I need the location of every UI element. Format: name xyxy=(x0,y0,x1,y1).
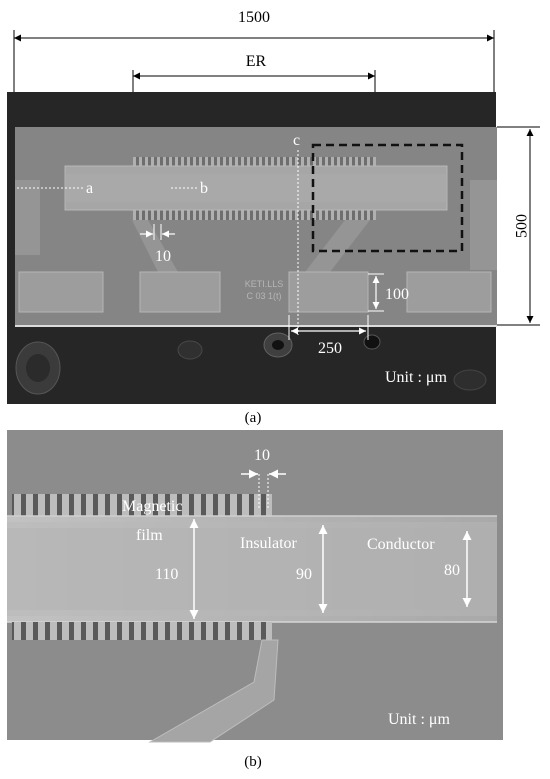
marker-b-label: b xyxy=(200,180,208,197)
dimension-pad-height-label: 100 xyxy=(385,286,409,303)
dimension-pad-width: 250 xyxy=(288,315,369,357)
comb-top-b xyxy=(12,494,272,516)
surface-defects xyxy=(15,332,487,395)
dimension-height: 500 xyxy=(497,126,540,326)
conductor-layer xyxy=(7,528,497,610)
value-insulator: 90 xyxy=(296,566,312,583)
label-conductor: Conductor xyxy=(367,536,435,553)
label-insulator: Insulator xyxy=(240,535,298,552)
lead-b xyxy=(148,639,279,743)
magnetic-film-b xyxy=(7,516,497,622)
value-conductor: 80 xyxy=(444,562,460,579)
unit-label-b: Unit : μm xyxy=(388,711,450,728)
chip-marking-line1: KETI.LLS xyxy=(245,279,284,289)
dimension-height-label: 500 xyxy=(514,214,531,238)
marker-a-label: a xyxy=(86,180,93,197)
value-magnetic: 110 xyxy=(155,566,178,583)
unit-label-a: Unit : μm xyxy=(385,369,447,386)
lead-left xyxy=(132,220,178,272)
dimension-gap-b: 10 xyxy=(241,447,286,508)
comb-top xyxy=(133,157,376,167)
dimension-er: ER xyxy=(132,53,376,92)
caption-a: (a) xyxy=(245,410,262,426)
comb-bottom-b xyxy=(12,622,272,640)
dimension-gap-a-label: 10 xyxy=(155,248,171,265)
caption-b: (b) xyxy=(244,754,262,770)
comb-bottom xyxy=(133,210,376,220)
dimension-total-width-label: 1500 xyxy=(238,9,270,26)
marker-c-label: c xyxy=(293,132,300,149)
pad-2 xyxy=(139,271,221,313)
dimension-gap-b-label: 10 xyxy=(254,447,270,464)
insulator-layer xyxy=(7,522,497,616)
dimension-pad-height: 100 xyxy=(368,273,409,312)
dimension-conductor: Conductor 80 xyxy=(367,531,472,607)
lead-right xyxy=(305,220,370,272)
panel-a: 1500 ER xyxy=(7,9,540,426)
label-magnetic-line2: film xyxy=(136,527,163,544)
chip-marking-line2: C 03 1(t) xyxy=(246,291,281,301)
dimension-insulator: Insulator 90 xyxy=(240,525,328,613)
dimension-gap-a: 10 xyxy=(140,224,175,265)
pad-1 xyxy=(18,271,104,313)
panel-b: 10 Magnetic film 110 Insulator 90 Conduc… xyxy=(7,430,503,770)
dimension-total-width: 1500 xyxy=(13,9,495,92)
label-magnetic-line1: Magnetic xyxy=(122,498,182,515)
dimension-pad-width-label: 250 xyxy=(318,340,342,357)
zoom-region-box xyxy=(311,143,464,253)
dimension-magnetic: Magnetic film 110 xyxy=(122,498,199,619)
pad-3 xyxy=(288,271,369,313)
pad-4 xyxy=(406,271,492,313)
dimension-er-label: ER xyxy=(246,53,267,70)
